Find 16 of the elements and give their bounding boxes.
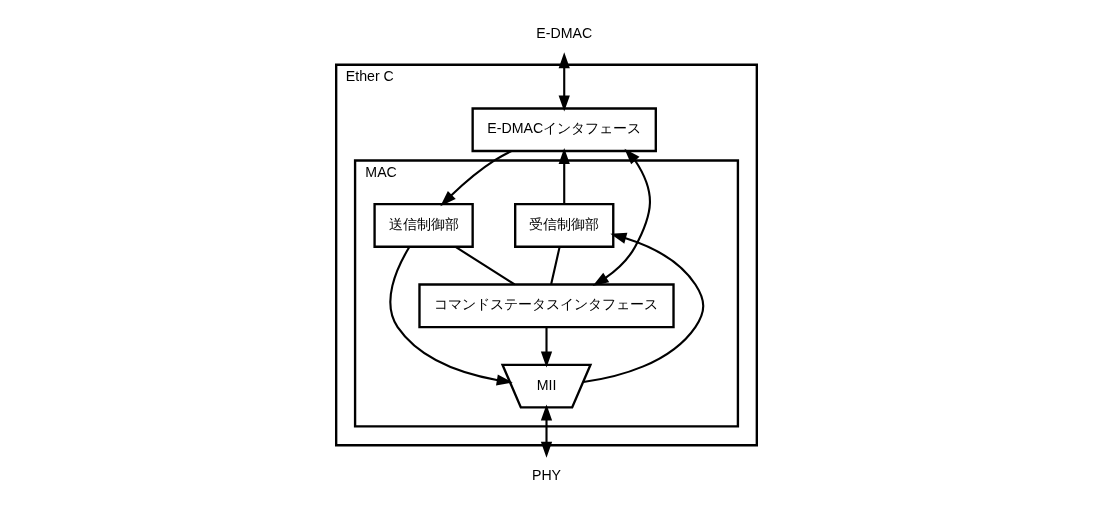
node-box: E-DMACインタフェース	[471, 107, 657, 153]
node-box: 受信制御部	[514, 203, 615, 248]
connector	[455, 246, 516, 286]
arrow	[389, 246, 513, 386]
node-text: E-DMAC	[536, 24, 593, 41]
arrow	[583, 232, 705, 384]
node-box: 送信制御部	[373, 203, 474, 248]
node-box: コマンドステータスインタフェース	[418, 283, 675, 329]
arrow	[558, 52, 570, 112]
arrow	[540, 404, 553, 458]
connector	[550, 246, 561, 285]
arrow	[540, 327, 553, 368]
arrow	[558, 147, 570, 205]
arrow	[440, 150, 512, 207]
arrow	[592, 148, 651, 287]
node-text: PHY	[531, 466, 562, 483]
